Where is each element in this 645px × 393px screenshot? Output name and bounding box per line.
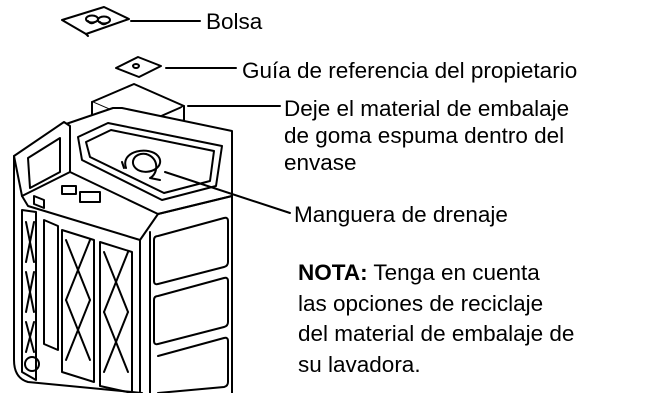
owner-guide-label: Guía de referencia del propietario [242, 58, 578, 83]
note-line-1-rest: Tenga en cuenta [367, 260, 540, 285]
bag-label: Bolsa [206, 9, 263, 34]
bag-illustration [61, 6, 130, 37]
note-line-4: su lavadora. [298, 351, 421, 377]
note-line-2: las opciones de reciclaje [298, 290, 544, 316]
hose-leader [164, 171, 291, 214]
note-text: NOTA: Tenga en cuenta las opciones de re… [298, 258, 574, 380]
note-line-3: del material de embalaje de [298, 321, 575, 346]
foam-label: Deje el material de embalaje de goma esp… [284, 95, 569, 176]
foam-label-line-3: envase [284, 150, 357, 175]
washer-illustration [13, 107, 233, 393]
foam-label-line-1: Deje el material de embalaje [284, 96, 570, 121]
drain-hose-label: Manguera de drenaje [294, 202, 508, 227]
leader-lines [130, 20, 291, 214]
foam-label-line-2: de goma espuma dentro del [284, 123, 565, 148]
note-heading: NOTA: [298, 260, 368, 285]
owner-guide-illustration [115, 56, 162, 78]
note-line-1: NOTA: Tenga en cuenta [298, 258, 574, 289]
